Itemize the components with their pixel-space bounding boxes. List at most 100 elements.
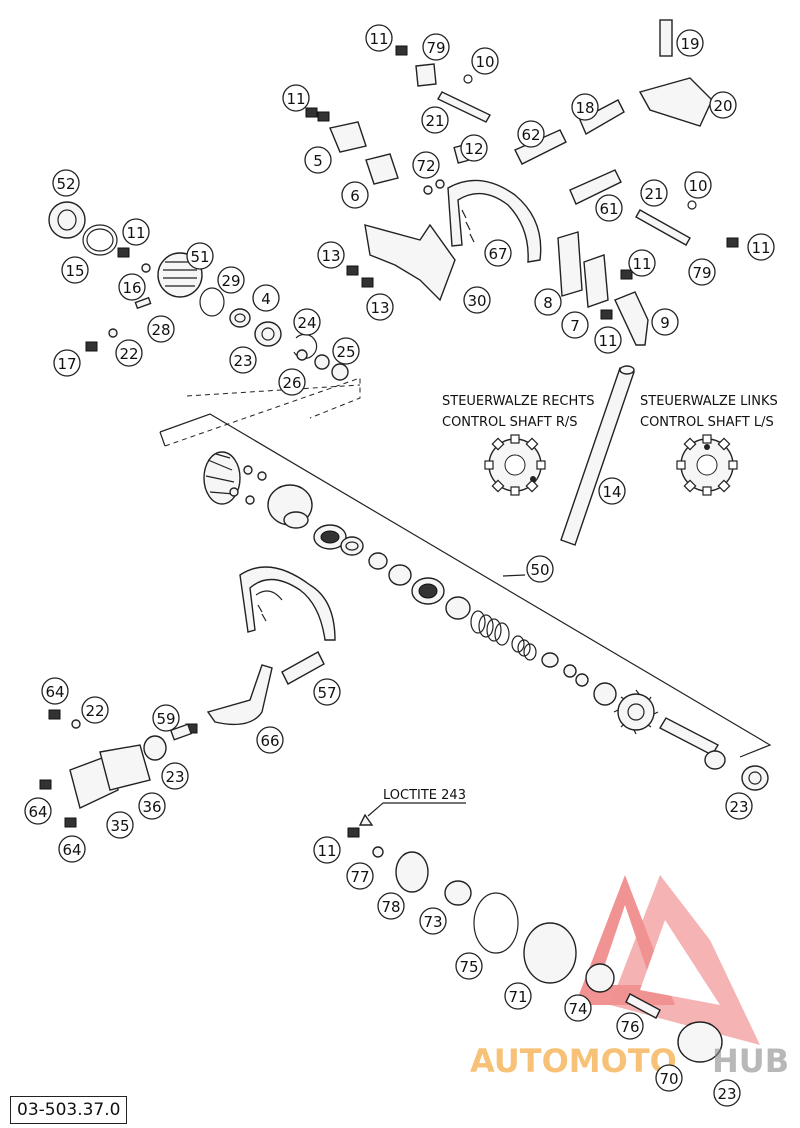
callout-c62: 62	[517, 120, 545, 148]
callout-c10a: 10	[471, 47, 499, 75]
callout-number: 10	[688, 177, 707, 195]
callout-c10b: 10	[684, 171, 712, 199]
callout-number: 4	[261, 290, 271, 308]
callout-c22b: 22	[81, 696, 109, 724]
callout-circle	[688, 258, 716, 286]
callout-circle	[81, 696, 109, 724]
callout-c24: 24	[293, 308, 321, 336]
callout-c23a: 23	[229, 346, 257, 374]
callout-number: 22	[85, 702, 104, 720]
callout-number: 25	[336, 343, 355, 361]
callout-circle	[304, 146, 332, 174]
callout-circle	[278, 368, 306, 396]
callout-number: 11	[369, 30, 388, 48]
callout-number: 24	[297, 314, 316, 332]
callout-circle	[676, 29, 704, 57]
callout-c78: 78	[377, 892, 405, 920]
callout-c70: 70	[655, 1064, 683, 1092]
watermark-text-right: HUB	[712, 1042, 789, 1080]
callout-c64a: 64	[41, 677, 69, 705]
callout-number: 11	[126, 224, 145, 242]
callout-number: 21	[425, 112, 444, 130]
callout-circle	[138, 792, 166, 820]
callout-number: 79	[426, 39, 445, 57]
callout-number: 15	[65, 262, 84, 280]
callout-number: 5	[313, 152, 323, 170]
pump-group	[358, 813, 723, 1063]
callout-c11a: 11	[365, 24, 393, 52]
callout-number: 51	[190, 248, 209, 266]
callout-c17: 17	[53, 349, 81, 377]
callout-number: 6	[350, 187, 360, 205]
callout-circle	[595, 194, 623, 222]
callout-c11d: 11	[747, 233, 775, 261]
callout-circle	[256, 726, 284, 754]
callout-number: 72	[416, 157, 435, 175]
cog-right-side	[484, 434, 546, 496]
callout-number: 23	[729, 798, 748, 816]
callout-circle	[41, 677, 69, 705]
callout-c16: 16	[118, 273, 146, 301]
callout-number: 23	[165, 768, 184, 786]
callout-c72: 72	[412, 151, 440, 179]
callout-circle	[504, 982, 532, 1010]
callout-number: 11	[751, 239, 770, 257]
callout-c22a: 22	[115, 339, 143, 367]
callout-c14: 14	[598, 477, 626, 505]
callout-c67: 67	[484, 239, 512, 267]
left-title-de: STEUERWALZE LINKS	[640, 394, 778, 409]
callout-circle	[217, 266, 245, 294]
callout-c75: 75	[455, 952, 483, 980]
guide-rail-lower	[239, 566, 336, 641]
callout-circle	[122, 218, 150, 246]
callout-number: 61	[599, 200, 618, 218]
callout-number: 19	[680, 35, 699, 53]
callout-number: 67	[488, 245, 507, 263]
callout-c52: 52	[52, 169, 80, 197]
callout-c29: 29	[217, 266, 245, 294]
callout-c8: 8	[534, 288, 562, 316]
callout-c21b: 21	[640, 179, 668, 207]
watermark-text-left: AUTOMOTO	[470, 1042, 677, 1080]
callout-circle	[713, 1079, 741, 1107]
callout-number: 9	[660, 314, 670, 332]
cog-left-side	[676, 434, 738, 496]
callout-number: 35	[110, 817, 129, 835]
callout-number: 12	[464, 140, 483, 158]
callout-c26: 26	[278, 368, 306, 396]
callout-number: 13	[321, 247, 340, 265]
callout-number: 62	[521, 126, 540, 144]
callout-c12: 12	[460, 134, 488, 162]
callout-circle	[598, 477, 626, 505]
callout-circle	[115, 339, 143, 367]
callout-c4: 4	[252, 284, 280, 312]
callout-number: 10	[475, 53, 494, 71]
callout-circle	[317, 241, 345, 269]
callout-number: 75	[459, 958, 478, 976]
callout-c7: 7	[561, 311, 589, 339]
callout-number: 11	[632, 255, 651, 273]
callout-c59: 59	[152, 704, 180, 732]
callout-circle	[684, 171, 712, 199]
callout-circle	[709, 91, 737, 119]
callout-number: 70	[659, 1070, 678, 1088]
callout-c23c: 23	[725, 792, 753, 820]
callout-circle	[463, 286, 491, 314]
callout-circle	[118, 273, 146, 301]
callout-c15: 15	[61, 256, 89, 284]
callout-c13b: 13	[366, 293, 394, 321]
callout-c50: 50	[526, 555, 554, 583]
callout-circle	[422, 33, 450, 61]
callout-c11g: 11	[313, 836, 341, 864]
callout-number: 79	[692, 264, 711, 282]
callout-number: 77	[350, 868, 369, 886]
callout-c71: 71	[504, 982, 532, 1010]
callout-number: 11	[286, 90, 305, 108]
callout-number: 64	[62, 841, 81, 859]
callout-number: 73	[423, 913, 442, 931]
callout-c79a: 79	[422, 33, 450, 61]
callout-circle	[24, 797, 52, 825]
callout-number: 23	[717, 1085, 736, 1103]
callout-circle	[571, 93, 599, 121]
callout-c79b: 79	[688, 258, 716, 286]
